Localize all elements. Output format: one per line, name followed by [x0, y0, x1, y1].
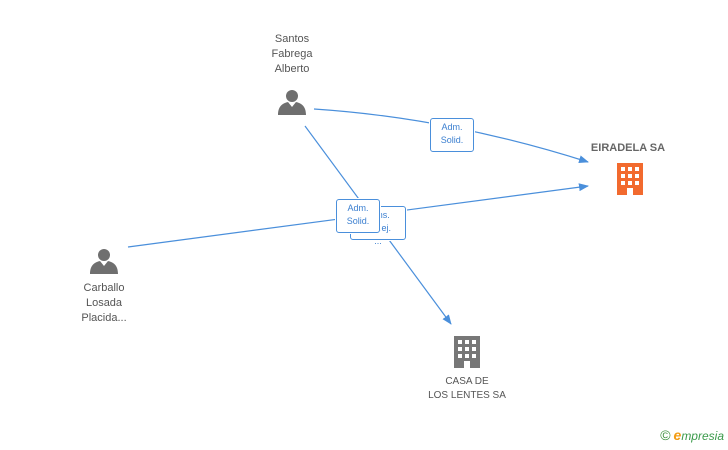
edge-label-carballo-eiradela[interactable]: Adm. Solid.	[336, 199, 380, 233]
person-label-santos[interactable]: Santos Fabrega Alberto	[271, 33, 313, 75]
copyright-symbol: ©	[660, 427, 671, 443]
building-icon[interactable]	[454, 336, 480, 368]
person-icon[interactable]	[90, 249, 118, 274]
building-icon[interactable]	[617, 163, 643, 195]
edge-label-santos-eiradela[interactable]: Adm. Solid.	[430, 118, 474, 152]
empresia-watermark: ©empresia	[660, 427, 724, 443]
company-label-eiradela[interactable]: EIRADELA SA	[590, 142, 666, 154]
empresia-logo-initial: e	[673, 427, 682, 443]
person-label-carballo[interactable]: Carballo Losada Placida...	[81, 282, 127, 324]
empresia-logo-text: mpresia	[681, 429, 724, 443]
company-label-casa[interactable]: CASA DE LOS LENTES SA	[428, 376, 506, 401]
person-icon[interactable]	[278, 90, 306, 115]
